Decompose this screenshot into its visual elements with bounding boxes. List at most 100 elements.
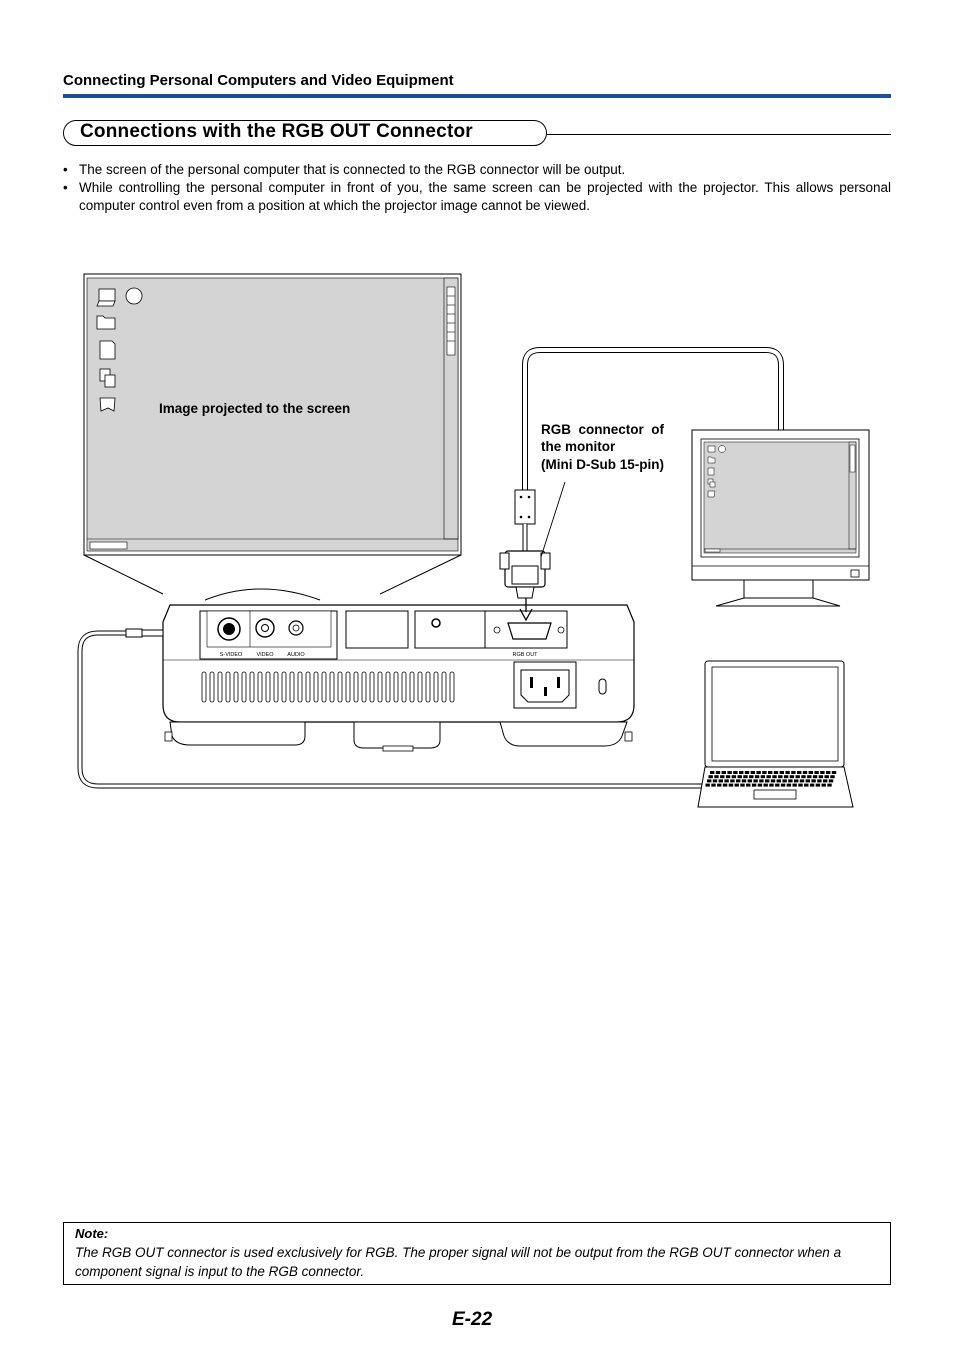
rgb-out-port-label: RGB OUT [512,652,538,658]
vent-slots [201,671,455,703]
audio-port-label: AUDIO [287,652,305,658]
bullet-item: • The screen of the personal computer th… [63,161,891,179]
keyboard-key [783,775,789,779]
monitor-label-line-1: RGB connector of [541,422,665,437]
keyboard-key [807,775,812,779]
keyboard-key [750,771,755,774]
keyboard-key [721,771,726,774]
projector: S-VIDEO VIDEO AUDIO RGB OUT [162,588,635,752]
keyboard-key [739,771,744,774]
keyboard-key [785,771,790,774]
keyboard-key [727,771,732,774]
vent-slot [393,671,399,703]
keyboard-key [753,779,758,783]
keyboard-key [762,771,767,774]
keyboard-key [714,775,719,779]
keyboard-key [765,779,770,783]
vent-slot [329,671,335,703]
keyboard-key [760,775,766,779]
keyboard-key [754,775,760,779]
keyboard-key [749,775,754,779]
disc-icon [125,287,143,305]
vent-slot [305,671,311,703]
vent-slot [297,671,303,703]
keyboard-key [772,775,777,779]
keyboard-key [782,779,787,783]
keyboard-key [794,779,799,783]
keyboard-key [705,783,710,787]
keyboard-key [814,771,819,774]
vent-slot [257,671,263,703]
keyboard-key [798,783,803,787]
monitor-label-line-2: the monitor [541,439,616,454]
keyboard-key [815,783,821,787]
keyboard-key [778,775,783,779]
keyboard-key [775,783,780,787]
projection-screen [83,273,462,556]
vent-slot [417,671,423,703]
keyboard-key [733,771,738,774]
vent-slot [345,671,351,703]
keyboard-key [766,775,771,779]
vent-slot [433,671,439,703]
vent-slot [313,671,319,703]
note-title: Note: [75,1226,109,1241]
keyboard-key [769,783,774,787]
vent-slot [441,671,447,703]
copy-icon [99,368,116,388]
keyboard-key [744,771,750,774]
keyboard-key [759,779,764,783]
vent-slot [361,671,367,703]
keyboard-key [788,779,793,783]
laptop [697,660,854,808]
keyboard-key [717,783,722,787]
keyboard-key [751,783,757,787]
rgb-out-port [507,622,552,640]
video-port-label: VIDEO [256,652,274,658]
vent-slot [353,671,359,703]
keyboard-key [728,783,734,787]
computer-icon [707,445,716,453]
disc-icon [718,445,726,453]
keyboard-key [708,775,713,779]
keyboard-key [828,779,834,783]
keyboard-key [795,775,800,779]
vent-slot [337,671,343,703]
svideo-port-label: S-VIDEO [220,652,243,658]
keyboard-key [789,775,795,779]
vent-slot [217,671,223,703]
connection-diagram: S-VIDEO VIDEO AUDIO RGB OUT [77,273,870,808]
vent-slot [201,671,207,703]
keyboard-key [731,775,737,779]
keyboard-key [801,775,806,779]
keyboard-key [768,771,773,774]
keyboard-key [720,775,725,779]
vent-slot [409,671,415,703]
keyboard-key [734,783,739,787]
note-box [63,1222,891,1285]
vent-slot [321,671,327,703]
monitor [691,429,870,607]
keyboard-key [746,783,751,787]
keyboard-key [826,771,831,774]
keyboard-key [740,783,745,787]
header-rule [63,94,891,98]
title-rule [547,134,891,135]
keyboard-key [724,779,729,783]
vent-slot [449,671,455,703]
vent-slot [377,671,383,703]
computer-icon [96,288,116,307]
keyboard-key [779,771,784,774]
keyboard-key [802,771,808,774]
title-frame [63,120,547,146]
keyboard-key [736,779,741,783]
vent-slot [233,671,239,703]
keyboard-key [743,775,748,779]
vent-slot [425,671,431,703]
keyboard-key [791,771,796,774]
keyboard-key [827,783,832,787]
keyboard-key [756,771,761,774]
keyboard-key [821,783,826,787]
trash-icon [99,397,116,412]
keyboard-key [770,779,776,783]
